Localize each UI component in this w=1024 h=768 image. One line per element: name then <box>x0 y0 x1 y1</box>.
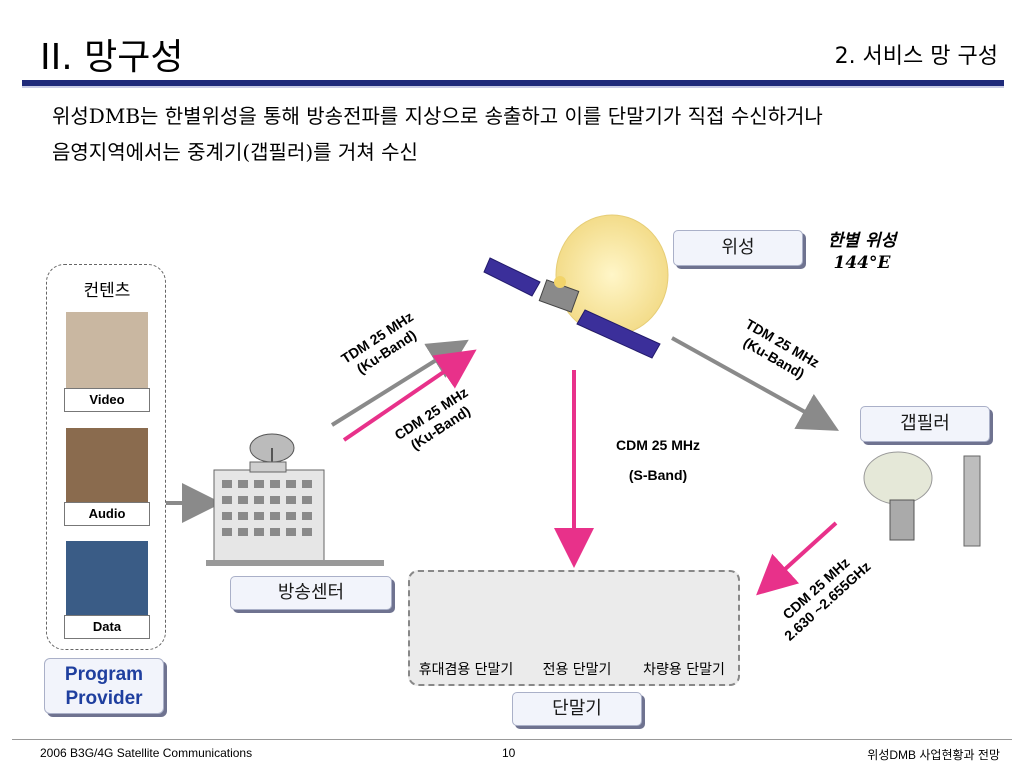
page-title: II. 망구성 <box>40 37 184 78</box>
footer-left: 2006 B3G/4G Satellite Communications <box>40 746 253 760</box>
sat-to-terminal-label: CDM 25 MHz (S-Band) <box>596 430 720 490</box>
gapfiller-antenna-icon <box>863 451 981 547</box>
description-line-2: 음영지역에서는 중계기(갭필러)를 거쳐 수신 <box>52 140 418 164</box>
gapfiller-to-terminal-arrow <box>756 521 838 596</box>
description: 위성DMB는 한별위성을 통해 방송전파를 지상으로 송출하고 이를 단말기가 … <box>52 98 992 170</box>
satellite-name-line-1: 한별 위성 <box>827 231 897 251</box>
audio-label: Audio <box>64 502 150 526</box>
video-label: Video <box>64 388 150 412</box>
vehicle-terminal-label: 차량용 단말기 <box>643 662 725 678</box>
terminals-panel <box>408 570 740 686</box>
sat-to-gapfiller-arrow <box>671 336 839 431</box>
video-thumbnail <box>66 312 148 388</box>
sat-to-terminal-band: (S-Band) <box>628 467 688 483</box>
footer-right: 위성DMB 사업현황과 전망 <box>867 748 1000 762</box>
description-line-1: 위성DMB는 한별위성을 통해 방송전파를 지상으로 송출하고 이를 단말기가 … <box>52 104 823 128</box>
page-number: 10 <box>502 746 516 760</box>
program-provider-box: Program Provider <box>44 658 164 714</box>
satellite-beam-icon <box>555 214 669 336</box>
header-divider <box>22 80 1004 86</box>
uplink-cdm-arrow <box>342 349 477 442</box>
sat-to-terminal-freq: CDM 25 MHz <box>615 437 700 453</box>
program-provider-line-1: Program <box>64 664 144 685</box>
satellite-icon <box>483 257 661 359</box>
data-thumbnail <box>66 541 148 615</box>
contents-title: 컨텐츠 <box>83 281 131 301</box>
footer-divider <box>12 739 1012 740</box>
portable-terminal-label: 휴대겸용 단말기 <box>418 662 514 678</box>
audio-thumbnail <box>66 428 148 502</box>
program-provider-line-2: Provider <box>65 688 143 709</box>
gapfiller-label: 갭필러 <box>860 406 990 442</box>
broadcast-center-label: 방송센터 <box>230 576 392 610</box>
header-divider-shadow <box>22 86 1004 88</box>
satellite-name: 한별 위성 144°E <box>804 230 920 274</box>
section-subtitle: 2. 서비스 망 구성 <box>834 44 998 69</box>
contents-panel <box>46 264 166 650</box>
data-label: Data <box>64 615 150 639</box>
satellite-longitude: 144°E <box>833 253 891 273</box>
broadcast-center-building-icon <box>206 433 384 566</box>
terminals-label: 단말기 <box>512 692 642 726</box>
dedicated-terminal-label: 전용 단말기 <box>542 662 612 678</box>
satellite-label: 위성 <box>673 230 803 266</box>
